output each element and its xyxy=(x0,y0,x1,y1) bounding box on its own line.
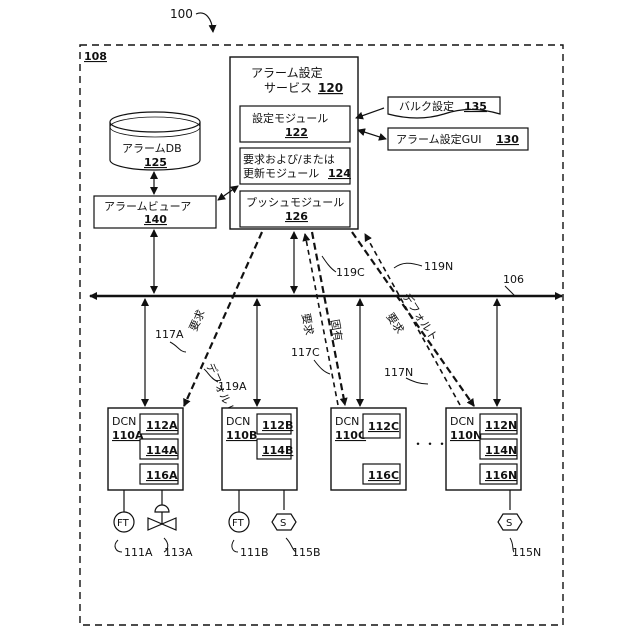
svg-text:112N: 112N xyxy=(485,419,517,432)
svg-text:DCN: DCN xyxy=(112,415,136,428)
svg-text:114A: 114A xyxy=(146,444,178,457)
svg-text:116N: 116N xyxy=(485,469,517,482)
svg-text:FT: FT xyxy=(232,518,245,529)
svg-text:110B: 110B xyxy=(226,429,257,442)
svg-text:114N: 114N xyxy=(485,444,517,457)
request-update-module[interactable]: 要求および/または 更新モジュール 124 xyxy=(240,148,351,184)
svg-text:135: 135 xyxy=(464,100,487,113)
figure-ref: 100 xyxy=(170,7,193,21)
request-label-c: 要求 xyxy=(299,312,316,336)
svg-text:DCN: DCN xyxy=(335,415,359,428)
system-ref: 108 xyxy=(84,50,107,63)
specific-label-c: 固有 xyxy=(328,318,346,342)
default-label-n: デフォルト xyxy=(399,290,441,344)
svg-text:サービス: サービス xyxy=(264,81,312,95)
svg-text:116C: 116C xyxy=(368,469,399,482)
svg-text:プッシュモジュール: プッシュモジュール xyxy=(246,196,344,209)
push-module[interactable]: プッシュモジュール 126 xyxy=(240,191,350,227)
link-ref-117a: 117A xyxy=(155,328,184,341)
svg-text:更新モジュール: 更新モジュール xyxy=(243,166,319,180)
svg-text:114B: 114B xyxy=(262,444,293,457)
bus-ref: 106 xyxy=(503,273,524,286)
svg-text:126: 126 xyxy=(285,210,308,223)
alarm-setting-gui[interactable]: アラーム設定GUI 130 xyxy=(388,128,528,150)
svg-text:アラームDB: アラームDB xyxy=(122,142,182,155)
default-push-arrow-n xyxy=(352,232,474,406)
svg-text:122: 122 xyxy=(285,126,308,139)
bulk-setting-document[interactable]: バルク設定 135 xyxy=(388,97,500,118)
link-ref-117n: 117N xyxy=(384,366,413,379)
svg-text:112C: 112C xyxy=(368,420,399,433)
dcn-c[interactable]: DCN 110C 112C 116C xyxy=(331,408,406,490)
link-ref-119c: 119C xyxy=(336,266,365,279)
svg-text:125: 125 xyxy=(144,156,167,169)
link-ref-119a: 119A xyxy=(218,380,247,393)
device-ref-111a: 111A xyxy=(124,546,153,559)
dcn-a[interactable]: DCN 110A 112A 114A 116A xyxy=(108,408,183,490)
alarm-db[interactable]: アラームDB 125 xyxy=(110,112,200,170)
link-ref-119n: 119N xyxy=(424,260,453,273)
device-ref-113a: 113A xyxy=(164,546,193,559)
svg-text:110C: 110C xyxy=(335,429,366,442)
svg-text:140: 140 xyxy=(144,213,167,226)
device-ref-115b: 115B xyxy=(292,546,321,559)
sensor-115n[interactable]: S xyxy=(498,514,522,530)
svg-text:FT: FT xyxy=(117,518,130,529)
svg-text:116A: 116A xyxy=(146,469,178,482)
svg-text:要求および/または: 要求および/または xyxy=(243,153,335,166)
request-label-a: 要求 xyxy=(187,308,208,333)
device-ref-111b: 111B xyxy=(240,546,269,559)
flow-transmitter-111b[interactable]: FT xyxy=(229,512,249,532)
svg-text:DCN: DCN xyxy=(226,415,250,428)
svg-text:120: 120 xyxy=(318,81,343,95)
valve-113a[interactable] xyxy=(148,505,176,530)
svg-text:設定モジュール: 設定モジュール xyxy=(252,111,328,125)
dcn-n[interactable]: DCN 110N 112N 114N 116N xyxy=(446,408,521,490)
svg-text:112A: 112A xyxy=(146,419,178,432)
svg-text:アラーム設定: アラーム設定 xyxy=(251,65,323,80)
svg-text:124: 124 xyxy=(328,167,351,180)
svg-text:バルク設定: バルク設定 xyxy=(399,99,454,113)
svg-text:S: S xyxy=(280,518,286,529)
ellipsis: ・・・ xyxy=(412,437,448,451)
svg-text:112B: 112B xyxy=(262,419,293,432)
svg-text:S: S xyxy=(506,518,512,529)
alarm-viewer[interactable]: アラームビューア 140 xyxy=(94,196,216,228)
dcn-b[interactable]: DCN 110B 112B 114B xyxy=(222,408,297,490)
setting-module[interactable]: 設定モジュール 122 xyxy=(240,106,350,142)
svg-text:アラーム設定GUI: アラーム設定GUI xyxy=(396,132,482,146)
flow-transmitter-111a[interactable]: FT xyxy=(114,512,134,532)
link-ref-117c: 117C xyxy=(291,346,320,359)
request-label-n: 要求 xyxy=(383,311,406,337)
device-ref-115n: 115N xyxy=(512,546,541,559)
svg-text:130: 130 xyxy=(496,133,519,146)
sensor-115b[interactable]: S xyxy=(272,514,296,530)
svg-text:アラームビューア: アラームビューア xyxy=(104,200,191,213)
svg-text:110A: 110A xyxy=(112,429,144,442)
svg-text:DCN: DCN xyxy=(450,415,474,428)
svg-text:110N: 110N xyxy=(450,429,482,442)
